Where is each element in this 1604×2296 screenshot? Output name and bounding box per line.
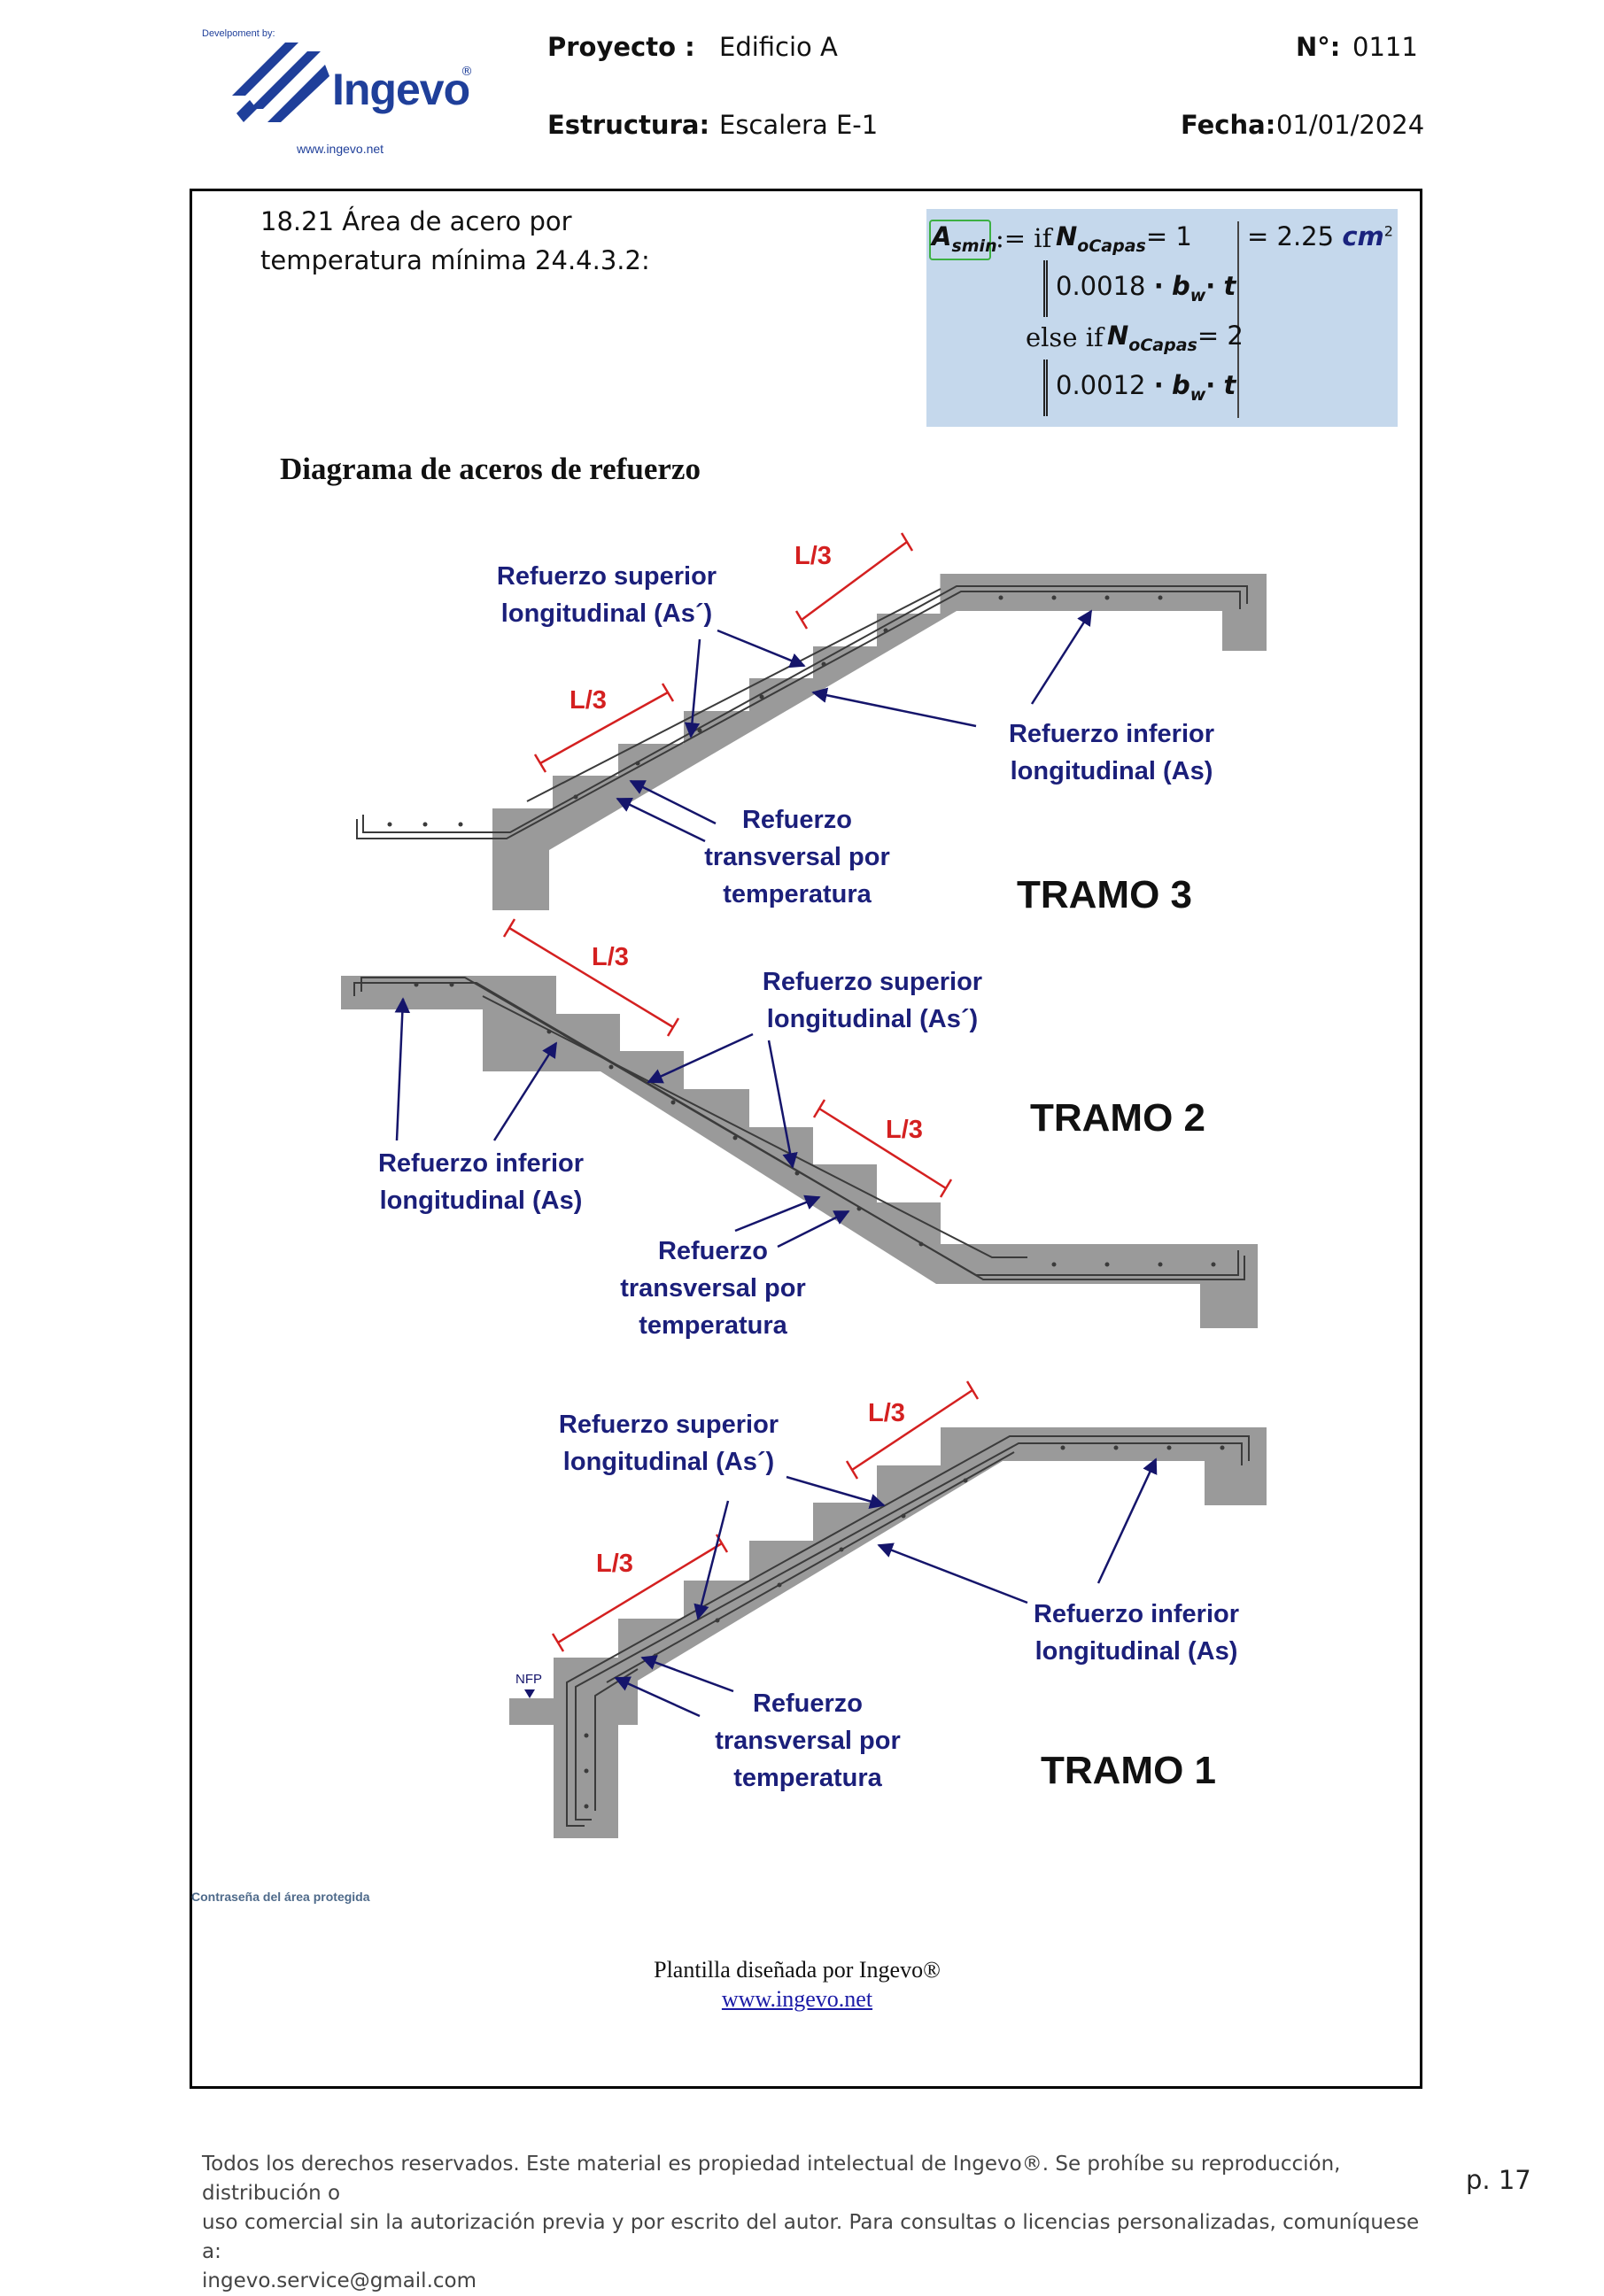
tramo-2-l3-lower: L/3 [886, 1116, 923, 1144]
formula-result: = 2.25 cm2 [1247, 221, 1393, 251]
section-heading-line2: temperatura mínima 24.4.3.2: [260, 245, 650, 275]
nfp-label: NFP [515, 1672, 542, 1687]
content-frame [190, 189, 1422, 2089]
tramo-2-concrete [341, 976, 1258, 1328]
formula-bracket-right [1237, 221, 1239, 418]
tramo-3-title: TRAMO 3 [1017, 873, 1192, 916]
estructura-label: Estructura: [547, 110, 710, 140]
formula-block-bar-1 [1043, 260, 1048, 317]
tramo-1-l3-upper: L/3 [868, 1399, 905, 1427]
numero-label: N°: [1296, 32, 1341, 62]
fecha-label: Fecha: [1181, 110, 1276, 140]
formula-condition-2: NoCapas= 2 [1107, 321, 1244, 355]
tramo-1-dim-line-b [851, 1388, 973, 1472]
numero-value: 0111 [1352, 32, 1418, 62]
tramo-1-drawing [509, 1380, 1267, 1838]
tramo-2-dim-line-b [818, 1107, 947, 1190]
estructura-value: Escalera E-1 [719, 110, 879, 140]
ingevo-logo-icon [232, 43, 329, 122]
formula-condition-1: NoCapas= 1 [1056, 221, 1192, 256]
section-heading-line1: 18.21 Área de acero por [260, 206, 572, 236]
tramo-1-l3-lower: L/3 [596, 1550, 633, 1578]
formula-expression-2: 0.0012 · bw· t [1056, 370, 1236, 405]
fecha-value: 01/01/2024 [1276, 110, 1425, 140]
tramo-3-dim-line-a [539, 691, 669, 765]
tramo-3-drawing [341, 532, 1267, 910]
tramo-2-title: TRAMO 2 [1030, 1096, 1205, 1140]
page-number: p. 17 [1466, 2165, 1531, 2195]
formula-assign: := if [996, 223, 1052, 253]
tramo-3-l3-upper: L/3 [794, 542, 832, 570]
tramo-1-dim-line-a [557, 1542, 723, 1644]
logo-url[interactable]: www.ingevo.net [297, 142, 384, 156]
section-heading: 18.21 Área de acero por temperatura míni… [260, 202, 650, 280]
logo-wordmark: Ingevo [332, 65, 470, 114]
legal-notice: Todos los derechos reservados. Este mate… [202, 2150, 1442, 2296]
proyecto-label: Proyecto : [547, 32, 695, 62]
tramo-3-dim-line-b [801, 540, 908, 622]
formula-else-if: else if [1026, 322, 1104, 352]
diagram-title: Diagrama de aceros de refuerzo [280, 452, 701, 486]
formula-lhs: Asmin [932, 221, 997, 256]
formula-block-bar-2 [1043, 359, 1048, 416]
tramo-1-concrete [509, 1427, 1267, 1838]
formula-focus-box [929, 220, 991, 260]
proyecto-value: Edificio A [719, 32, 838, 62]
registered-mark: ® [461, 65, 473, 79]
formula-expression-1: 0.0018 · bw· t [1056, 271, 1236, 305]
nfp-marker-icon [524, 1689, 535, 1698]
ingevo-link[interactable]: www.ingevo.net [721, 1986, 873, 2012]
template-credit: Plantilla diseñada por Ingevo® [654, 1957, 941, 1983]
tramo-2-l3-upper: L/3 [592, 943, 629, 971]
protected-area-link[interactable]: Contraseña del área protegida [191, 1890, 370, 1904]
formula-region[interactable] [926, 209, 1398, 427]
tramo-3-concrete [341, 574, 1267, 910]
tramo-2-dim-line-a [508, 926, 674, 1029]
logo-tagline: Develpoment by: [202, 28, 275, 39]
tramo-1-title: TRAMO 1 [1041, 1749, 1216, 1792]
contact-email[interactable]: ingevo.service@gmail.com [202, 2269, 477, 2292]
tramo-2-drawing [341, 918, 1258, 1328]
tramo-3-l3-lower: L/3 [570, 686, 607, 715]
